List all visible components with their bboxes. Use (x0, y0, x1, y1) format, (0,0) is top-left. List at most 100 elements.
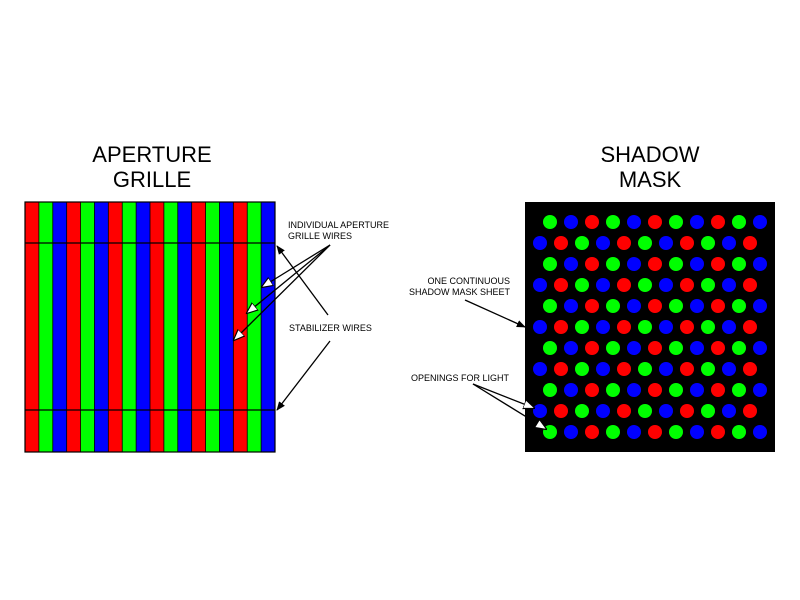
grille-stripe-green (38, 202, 54, 452)
grille-stripe-blue (52, 202, 67, 452)
aperture-grille-title-line-1: APERTURE (92, 142, 212, 167)
grille-stripe-blue (136, 202, 151, 452)
shadow-mask-opening-green (606, 299, 620, 313)
shadow-mask-opening-green (543, 383, 557, 397)
shadow-mask-opening-blue (564, 257, 578, 271)
shadow-mask-opening-red (585, 215, 599, 229)
shadow-mask-opening-green (606, 341, 620, 355)
shadow-mask-opening-blue (564, 299, 578, 313)
grille-stripe-red (191, 202, 206, 452)
shadow-mask-opening-red (585, 257, 599, 271)
shadow-mask-opening-red (711, 425, 725, 439)
shadow-mask-sheet-label: ONE CONTINUOUS SHADOW MASK SHEET (409, 276, 510, 298)
shadow-mask-opening-green (606, 383, 620, 397)
shadow-mask-opening-green (669, 425, 683, 439)
shadow-mask-opening-red (585, 341, 599, 355)
shadow-mask-opening-red (585, 425, 599, 439)
shadow-mask-opening-blue (533, 236, 547, 250)
grille-stripe-red (25, 202, 40, 452)
shadow-mask-opening-blue (722, 236, 736, 250)
shadow-mask-opening-blue (627, 299, 641, 313)
shadow-mask-title: SHADOW MASK (550, 142, 750, 192)
grille-stripe-blue (261, 202, 276, 452)
aperture-grille-frame (24, 201, 276, 453)
shadow-mask-opening-blue (596, 362, 610, 376)
shadow-mask-opening-blue (533, 362, 547, 376)
shadow-mask-opening-green (575, 236, 589, 250)
shadow-mask-title-line-2: MASK (618, 167, 682, 192)
grille-stripe-blue (177, 202, 192, 452)
shadow-mask-opening-green (575, 278, 589, 292)
shadow-mask-opening-green (543, 215, 557, 229)
shadow-mask-opening-blue (722, 320, 736, 334)
shadow-mask-opening-red (743, 278, 757, 292)
shadow-mask-opening-green (732, 425, 746, 439)
shadow-mask-opening-blue (533, 278, 547, 292)
shadow-mask-opening-blue (627, 215, 641, 229)
stabilizer-callout-arrow-bottom (276, 340, 331, 411)
sheet-callout-arrow (464, 299, 526, 328)
shadow-mask-opening-blue (627, 341, 641, 355)
shadow-mask-opening-blue (753, 341, 767, 355)
shadow-mask-opening-green (638, 404, 652, 418)
grille-stripe-red (66, 202, 81, 452)
shadow-mask-opening-green (701, 320, 715, 334)
shadow-mask-opening-blue (753, 425, 767, 439)
grille-stripe-red (108, 202, 123, 452)
shadow-mask-opening-green (701, 362, 715, 376)
aperture-grille-title: APERTURE GRILLE (52, 142, 252, 192)
shadow-mask-opening-red (711, 215, 725, 229)
grille-stripe-green (80, 202, 95, 452)
shadow-mask-opening-green (638, 278, 652, 292)
shadow-mask-sheet-label-line-2: SHADOW MASK SHEET (409, 287, 511, 297)
shadow-mask-opening-red (617, 236, 631, 250)
shadow-mask-opening-red (648, 257, 662, 271)
shadow-mask-opening-blue (596, 320, 610, 334)
stabilizer-callout-arrow-top (276, 245, 329, 316)
shadow-mask-opening-green (638, 362, 652, 376)
aperture-wires-label-line-2: GRILLE WIRES (288, 231, 353, 241)
shadow-mask-opening-red (743, 320, 757, 334)
shadow-mask-opening-blue (533, 404, 547, 418)
shadow-mask-opening-blue (596, 236, 610, 250)
shadow-mask-opening-blue (564, 383, 578, 397)
shadow-mask-opening-red (585, 299, 599, 313)
shadow-mask-panel (525, 202, 775, 452)
shadow-mask-opening-green (575, 404, 589, 418)
shadow-mask-opening-red (680, 362, 694, 376)
shadow-mask-opening-blue (596, 404, 610, 418)
shadow-mask-opening-green (701, 236, 715, 250)
shadow-mask-opening-blue (659, 320, 673, 334)
shadow-mask-opening-red (554, 362, 568, 376)
shadow-mask-opening-green (606, 257, 620, 271)
shadow-mask-opening-blue (722, 362, 736, 376)
grille-stripe-green (122, 202, 137, 452)
shadow-mask-opening-blue (533, 320, 547, 334)
shadow-mask-opening-red (711, 341, 725, 355)
shadow-mask-opening-green (732, 383, 746, 397)
shadow-mask-opening-blue (659, 404, 673, 418)
shadow-mask-opening-green (606, 425, 620, 439)
shadow-mask-opening-blue (690, 425, 704, 439)
openings-for-light-label: OPENINGS FOR LIGHT (411, 373, 510, 383)
shadow-mask-opening-blue (627, 425, 641, 439)
shadow-mask-opening-red (711, 383, 725, 397)
shadow-mask-opening-blue (690, 341, 704, 355)
shadow-mask-opening-blue (659, 362, 673, 376)
shadow-mask-opening-blue (690, 383, 704, 397)
shadow-mask-opening-red (648, 341, 662, 355)
shadow-mask-opening-green (669, 257, 683, 271)
shadow-mask-opening-green (638, 236, 652, 250)
shadow-mask-opening-green (732, 215, 746, 229)
shadow-mask-opening-green (669, 383, 683, 397)
grille-stripe-green (247, 202, 262, 452)
shadow-mask-title-line-1: SHADOW (600, 142, 700, 167)
shadow-mask-opening-green (638, 320, 652, 334)
shadow-mask-opening-green (669, 299, 683, 313)
shadow-mask-opening-green (543, 299, 557, 313)
shadow-mask-opening-red (680, 404, 694, 418)
shadow-mask-opening-blue (753, 299, 767, 313)
shadow-mask-opening-red (648, 425, 662, 439)
shadow-mask-opening-red (648, 383, 662, 397)
shadow-mask-opening-red (617, 404, 631, 418)
